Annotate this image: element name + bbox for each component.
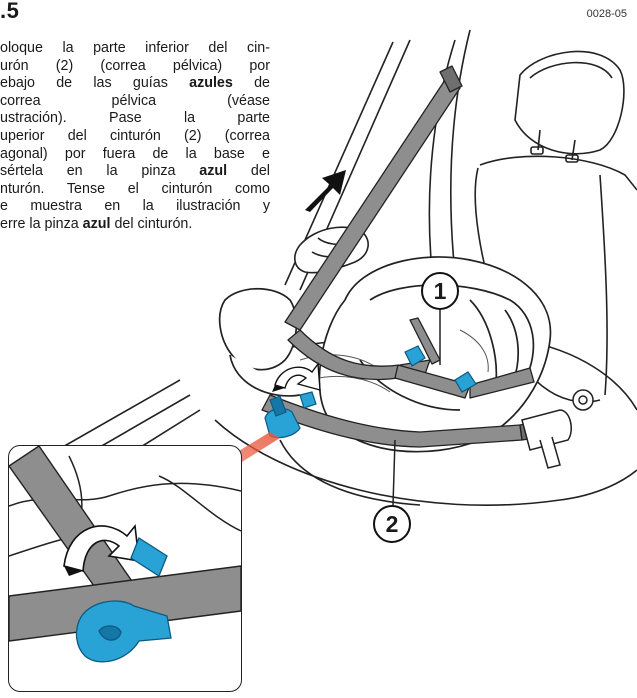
emphasis-blue-label: azul <box>82 215 111 232</box>
instruction-line: oloque la parte inferior del cin- <box>0 40 270 56</box>
instruction-line: urón (2) (correa pélvica) por <box>0 57 270 74</box>
reference-code: 0028-05 <box>586 8 627 20</box>
rotation-arrow <box>272 362 321 392</box>
emphasis-blue-label: azules <box>189 75 233 92</box>
instruction-line: correa pélvica (véase <box>0 92 270 109</box>
shoulder-belt <box>284 65 535 399</box>
instruction-line: erre la pinza azul del cinturón. <box>0 215 193 232</box>
instruction-line: ustración). Pase la parte <box>0 110 270 127</box>
pull-direction-arrow <box>305 170 346 212</box>
detail-inset-drawing <box>9 446 241 663</box>
blue-belt-clip <box>264 395 301 439</box>
instruction-line: ebajo de las guías azules de <box>0 75 270 92</box>
callout-leaders <box>392 310 441 506</box>
detail-inset <box>8 445 242 692</box>
instruction-line: e muestra en la ilustración y <box>0 198 270 215</box>
seat-belt-buckle <box>521 389 594 469</box>
instruction-line: agonal) por fuera de la base e <box>0 145 270 162</box>
inset-blue-clip <box>75 537 172 663</box>
instructions-text: oloque la parte inferior del cin-urón (2… <box>0 40 270 234</box>
callout-2: 2 <box>373 505 411 543</box>
instruction-line: nturón. Tense el cinturón como <box>0 180 270 197</box>
step-number: .5 <box>0 0 20 23</box>
blue-belt-guides <box>299 345 477 409</box>
emphasis-blue-label: azul <box>199 163 228 180</box>
callout-1: 1 <box>421 272 459 310</box>
instruction-line: uperior del cinturón (2) (correa <box>0 127 270 144</box>
instruction-line: sértela en la pinza azul del <box>0 163 270 180</box>
